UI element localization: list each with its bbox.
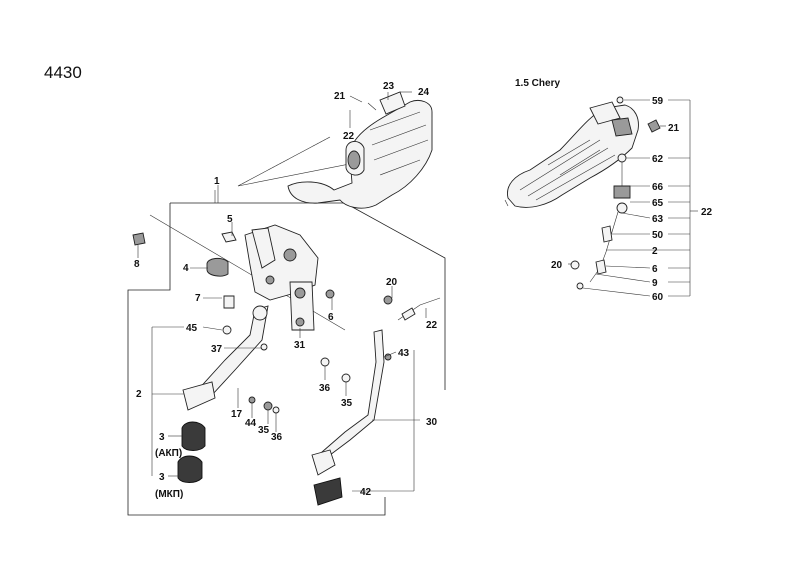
callout-20-right: 20 [551,260,563,271]
right-cable-parts [570,96,661,290]
page-number: 4430 [44,63,82,82]
callout-31: 31 [294,340,306,351]
left-callouts: 1 5 8 4 7 45 37 2 3 (АКП) 3 (МКП) 6 31 3… [134,81,438,500]
callout-65: 65 [652,198,664,209]
callout-66: 66 [652,182,664,193]
throttle-cable-left [397,297,441,321]
callout-36-lower: 36 [271,432,283,443]
callout-35-lower: 35 [258,425,270,436]
callout-37: 37 [211,344,223,355]
callout-22-right: 22 [701,207,713,218]
left-callout-leaders [137,91,427,492]
intake-manifold-upper [287,91,433,209]
callout-3-akp: 3 [159,432,165,443]
label-mkp: (МКП) [155,489,183,500]
callout-8: 8 [134,259,140,270]
callout-20: 20 [386,277,398,288]
callout-63: 63 [652,214,664,225]
pedal-pads [177,421,206,483]
callout-30: 30 [426,417,438,428]
callout-22-lower: 22 [426,320,438,331]
callout-42: 42 [360,487,372,498]
callout-43: 43 [398,348,410,359]
variant-label: 1.5 Chery [515,78,560,89]
pedal-bracket [244,224,319,331]
callout-60: 60 [652,292,664,303]
callout-36-upper: 36 [319,383,331,394]
callout-2-right: 2 [652,246,658,257]
callout-17: 17 [231,409,243,420]
callout-35-upper: 35 [341,398,353,409]
intake-manifold-right [504,101,639,208]
right-callout-leaders [568,99,698,297]
assembly-frame [127,136,446,516]
callout-2: 2 [136,389,142,400]
callout-3-mkp: 3 [159,472,165,483]
callout-5: 5 [227,214,233,225]
callout-1: 1 [214,176,220,187]
callout-21-right: 21 [668,123,680,134]
callout-6: 6 [328,312,334,323]
small-parts [132,231,393,414]
brake-pedal [182,305,269,411]
accelerator-pedal [311,329,385,506]
callout-50: 50 [652,230,664,241]
callout-44: 44 [245,418,257,429]
callout-21: 21 [334,91,346,102]
callout-7: 7 [195,293,201,304]
callout-24: 24 [418,87,430,98]
label-akp: (АКП) [155,448,182,459]
callout-62: 62 [652,154,664,165]
callout-6-right: 6 [652,264,658,275]
callout-23: 23 [383,81,395,92]
callout-45: 45 [186,323,198,334]
right-callouts: 59 21 62 66 65 22 63 50 2 20 6 9 60 [551,96,713,303]
callout-22-upper: 22 [343,131,355,142]
callout-59: 59 [652,96,664,107]
callout-4: 4 [183,263,189,274]
callout-9: 9 [652,278,658,289]
